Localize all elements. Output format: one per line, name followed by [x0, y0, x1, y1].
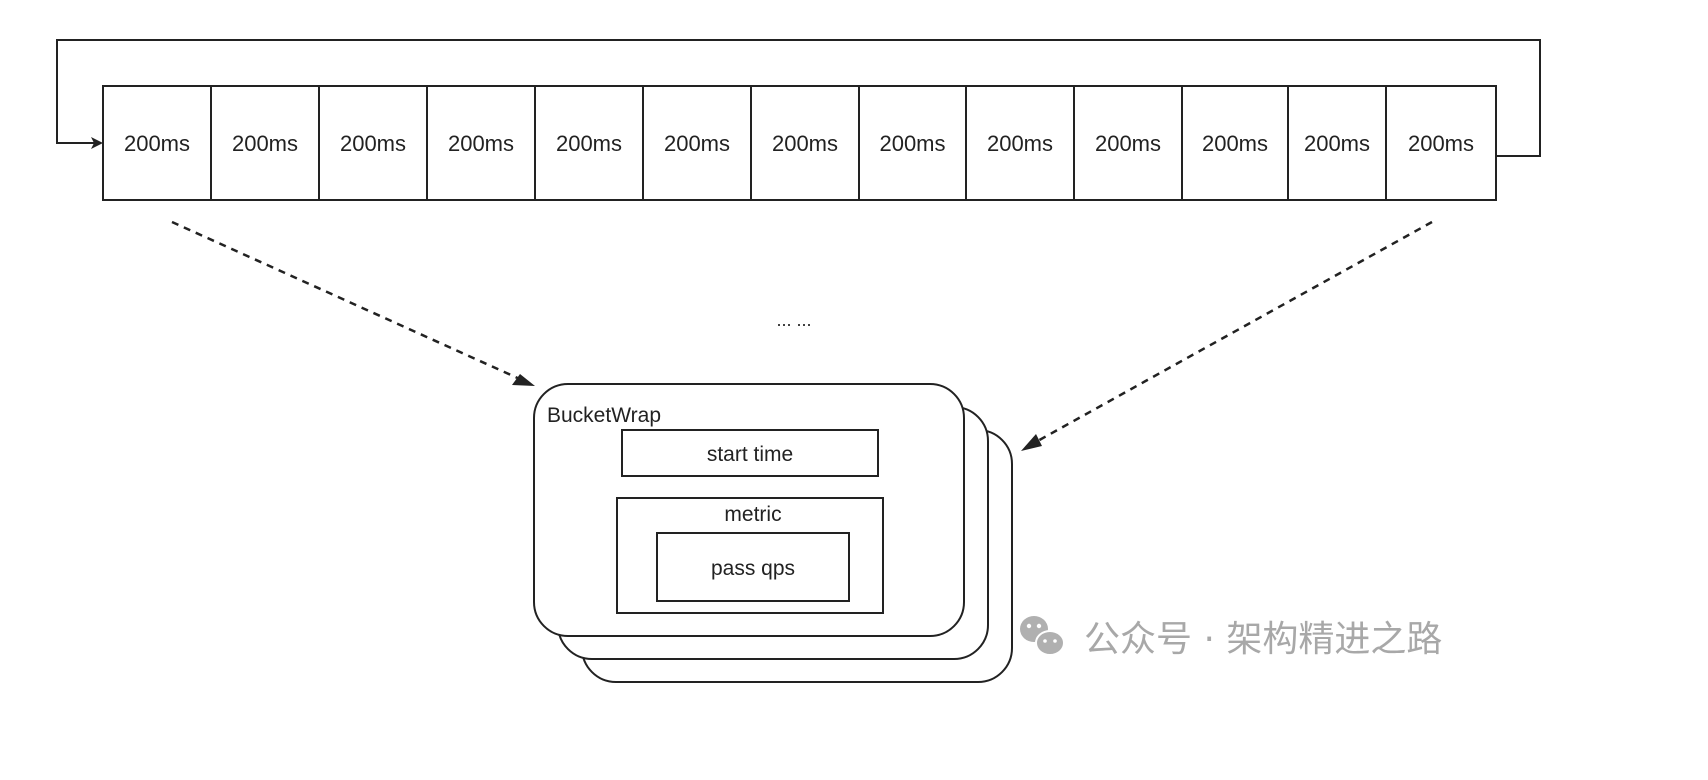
- ellipsis-text: ... ...: [776, 310, 811, 330]
- time-bucket-label: 200ms: [1095, 131, 1161, 156]
- metric-label: metric: [724, 503, 781, 526]
- wechat-icon: [1020, 616, 1065, 656]
- dashed-arrow-right: [1033, 220, 1433, 445]
- time-bucket-cell: [318, 85, 428, 201]
- time-bucket-label: 200ms: [556, 131, 622, 156]
- pass-qps-box: [656, 532, 850, 602]
- time-bucket-label: 200ms: [1202, 131, 1268, 156]
- time-bucket-label: 200ms: [879, 131, 945, 156]
- loop-connector: [56, 39, 1541, 157]
- time-bucket-cell: [210, 85, 320, 201]
- time-bucket-cell: [965, 85, 1075, 201]
- time-bucket-cell: [642, 85, 752, 201]
- time-bucket-cell: [1073, 85, 1183, 201]
- time-bucket-label: 200ms: [448, 131, 514, 156]
- time-bucket-label: 200ms: [340, 131, 406, 156]
- watermark-text: 公众号 · 架构精进之路: [1084, 619, 1442, 660]
- time-bucket-label: 200ms: [1304, 131, 1370, 156]
- time-bucket-label: 200ms: [232, 131, 298, 156]
- time-bucket-label: 200ms: [1408, 131, 1474, 156]
- ring-buffer: 200ms 200ms 200ms 200ms 200ms 200ms 200ms 200ms…: [102, 85, 1497, 201]
- arrowhead-left: [512, 374, 535, 386]
- arrowhead-right: [1021, 434, 1042, 451]
- time-bucket-label: 200ms: [124, 131, 190, 156]
- time-bucket-label: 200ms: [987, 131, 1053, 156]
- time-bucket-cell: [1181, 85, 1289, 201]
- dashed-arrow-left: [171, 220, 523, 382]
- start-time-label: start time: [707, 443, 793, 466]
- time-bucket-cell: [1385, 85, 1497, 201]
- bucket-title: BucketWrap: [547, 404, 661, 427]
- start-time-box: [621, 429, 879, 477]
- pass-qps-label: pass qps: [711, 557, 795, 580]
- time-bucket-label: 200ms: [772, 131, 838, 156]
- time-bucket-label: 200ms: [664, 131, 730, 156]
